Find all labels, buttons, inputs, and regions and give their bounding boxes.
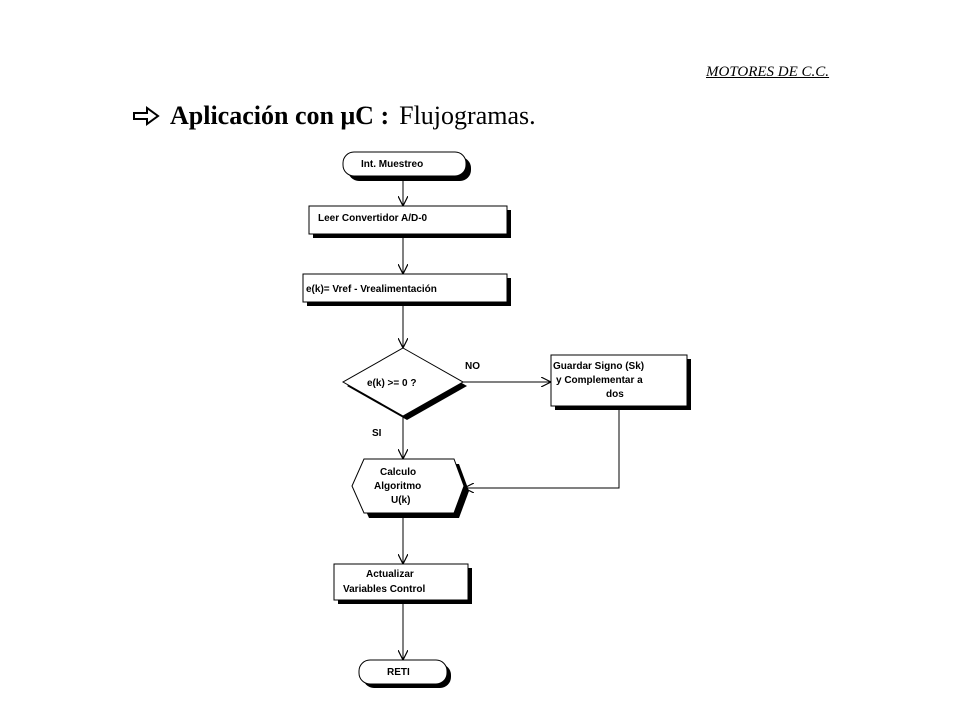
- connectors: [403, 177, 620, 659]
- outline-right-arrow-icon: [133, 106, 160, 126]
- node-end-label: RETI: [387, 667, 410, 678]
- edge-label-no: NO: [465, 361, 480, 372]
- node-save-sign-line-1: Guardar Signo (Sk): [553, 361, 644, 372]
- node-algorithm-line-1: Calculo: [380, 467, 416, 478]
- node-update-line-2: Variables Control: [343, 584, 425, 595]
- edge-label-yes: SI: [372, 428, 382, 439]
- node-algorithm-line-3: U(k): [391, 495, 410, 506]
- node-decision: e(k) >= 0 ?: [341, 347, 467, 420]
- title-main: Aplicación con μC :: [170, 101, 390, 130]
- node-save-sign-line-3: dos: [606, 389, 624, 400]
- section-header: MOTORES DE C.C.: [706, 64, 830, 80]
- node-update-line-1: Actualizar: [366, 569, 414, 580]
- node-algorithm: Calculo Algoritmo U(k): [351, 458, 469, 518]
- node-error-calc-label: e(k)= Vref - Vrealimentación: [306, 284, 437, 295]
- node-start-label: Int. Muestreo: [361, 159, 423, 170]
- node-read-adc: Leer Convertidor A/D-0: [308, 205, 511, 238]
- edge-save-to-algorithm: [465, 410, 620, 488]
- node-error-calc: e(k)= Vref - Vrealimentación: [302, 273, 511, 306]
- node-update: Actualizar Variables Control: [333, 563, 472, 604]
- node-algorithm-line-2: Algoritmo: [374, 481, 421, 492]
- node-save-sign: Guardar Signo (Sk) y Complementar a dos: [550, 354, 691, 410]
- node-end: RETI: [358, 659, 451, 688]
- node-save-sign-line-2: y Complementar a: [556, 375, 643, 386]
- node-decision-label: e(k) >= 0 ?: [367, 378, 416, 389]
- title-subtitle: Flujogramas.: [399, 101, 536, 130]
- slide-title: Aplicación con μC : Flujogramas.: [132, 98, 536, 134]
- node-start: Int. Muestreo: [342, 151, 471, 181]
- node-read-adc-label: Leer Convertidor A/D-0: [318, 213, 428, 224]
